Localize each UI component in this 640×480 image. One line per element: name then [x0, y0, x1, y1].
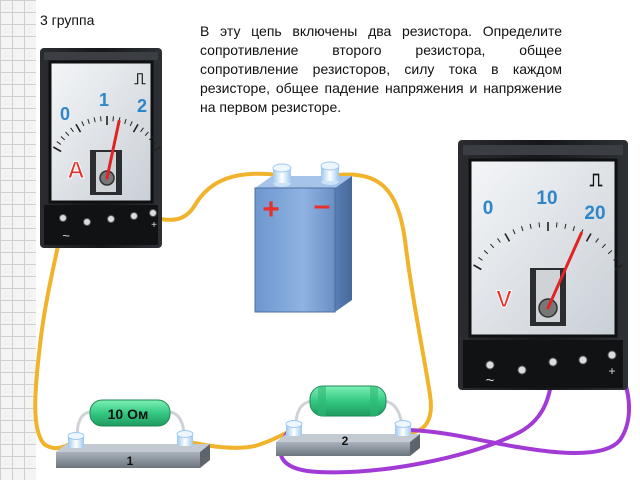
ammeter-scale-tick: [112, 116, 114, 122]
resistor-2: 2: [276, 385, 420, 456]
ammeter-terminal-1: [59, 214, 67, 222]
voltmeter-scale-tick: [483, 250, 489, 255]
voltmeter-scale-tick: [564, 223, 567, 229]
ammeter-ac-symbol: ~: [62, 228, 70, 243]
ammeter-scale-label-2: 2: [137, 96, 147, 116]
ammeter-scale-tick: [140, 127, 144, 133]
voltmeter-scale-tick: [585, 233, 592, 242]
ammeter-scale-tick: [132, 123, 139, 133]
resistor-2-base-label: 2: [342, 434, 349, 448]
voltmeter-scale-tick: [601, 243, 606, 249]
ammeter-letter: A: [67, 157, 84, 184]
voltmeter-terminal-4: [578, 355, 588, 365]
ammeter-terminal-5: [149, 209, 157, 217]
voltmeter-scale-tick: [478, 257, 483, 261]
task-text: В эту цепь включены два резистора. Опред…: [200, 23, 562, 115]
ammeter-scale-label-1: 1: [99, 90, 109, 110]
voltmeter-scale-tick: [607, 250, 613, 255]
voltmeter-terminal-5: [607, 350, 617, 360]
ammeter-dc-symbol: ⎍: [134, 71, 146, 88]
ammeter-needle: [105, 119, 121, 180]
ammeter-terminal-3: [107, 215, 115, 223]
voltmeter-scale-tick: [529, 223, 532, 229]
ammeter-scale-tick: [52, 146, 62, 153]
wire-battery-to-resistor2: [328, 172, 433, 435]
voltmeter-ac-symbol: ~: [486, 372, 495, 389]
wire-ammeter-to-resistor1: [33, 220, 76, 451]
voltmeter-scale-tick: [497, 238, 501, 243]
ammeter-scale-tick: [87, 118, 90, 124]
voltmeter-dc-symbol: ⎍: [590, 170, 603, 190]
voltmeter-scale-label-1: 10: [536, 188, 557, 209]
ammeter-scale-tick: [56, 141, 62, 145]
ammeter-scale-tick: [60, 136, 65, 141]
ammeter-scale-tick: [65, 131, 70, 136]
voltmeter-scale-tick: [614, 264, 623, 271]
resistor-1-value-label: 10 Ом: [108, 406, 149, 422]
ammeter-scale-tick: [93, 117, 96, 123]
battery-minus-symbol: –: [314, 189, 331, 222]
group-title: 3 группа: [40, 12, 95, 28]
grid-paper-strip: [0, 0, 36, 480]
voltmeter-scale-tick: [520, 226, 524, 232]
ammeter-scale-tick: [152, 146, 162, 153]
battery: + –: [254, 161, 352, 313]
ammeter-scale-tick: [149, 136, 154, 141]
ammeter-plus-symbol: +: [151, 220, 157, 231]
voltmeter-letter: V: [496, 286, 512, 313]
ammeter-scale-tick: [70, 127, 74, 133]
voltmeter-scale-label-0: 0: [483, 198, 494, 219]
wire-voltmeter-plus-to-resistor2-right: [402, 356, 631, 455]
ammeter-scale-label-0: 0: [60, 104, 70, 124]
voltmeter-plus-symbol: +: [608, 364, 615, 378]
yellow-wires: [33, 171, 433, 451]
voltmeter-scale-tick: [490, 243, 495, 249]
ammeter-scale-tick: [129, 121, 133, 127]
resistor-1-base-label: 1: [127, 454, 134, 468]
voltmeter-scale-tick: [555, 222, 558, 228]
voltmeter-needle: [546, 231, 583, 310]
ammeter: ⎍ 0 1 2 A ~ +: [40, 48, 162, 248]
ammeter-terminal-4: [130, 212, 138, 220]
ammeter-scale-tick: [152, 141, 158, 145]
voltmeter-scale-tick: [613, 257, 618, 261]
voltmeter-terminal-2: [517, 365, 527, 375]
voltmeter-scale-label-2: 20: [584, 203, 605, 224]
voltmeter-scale-tick: [504, 233, 511, 242]
voltmeter-scale-tick: [512, 229, 516, 235]
voltmeter-scale-ticks: [473, 222, 623, 271]
voltmeter-scale-tick: [572, 226, 576, 232]
ammeter-scale-tick: [81, 121, 85, 127]
ammeter-scale-tick: [100, 116, 102, 122]
ammeter-terminal-2: [83, 218, 91, 226]
voltmeter-terminal-3: [548, 357, 558, 367]
wire-ammeter-to-battery: [151, 171, 280, 222]
voltmeter-scale-tick: [595, 238, 599, 243]
voltmeter-scale-tick: [473, 264, 482, 271]
ammeter-scale-tick: [144, 131, 149, 136]
resistor-1: 1 10 Ом: [56, 399, 210, 468]
voltmeter: ⎍ 0 10 20 V ~ +: [458, 140, 628, 390]
ammeter-scale-tick: [75, 123, 82, 133]
voltmeter-terminal-1: [485, 360, 495, 370]
battery-plus-symbol: +: [262, 193, 280, 226]
ammeter-scale-tick: [124, 118, 127, 124]
voltmeter-scale-tick: [538, 222, 541, 228]
